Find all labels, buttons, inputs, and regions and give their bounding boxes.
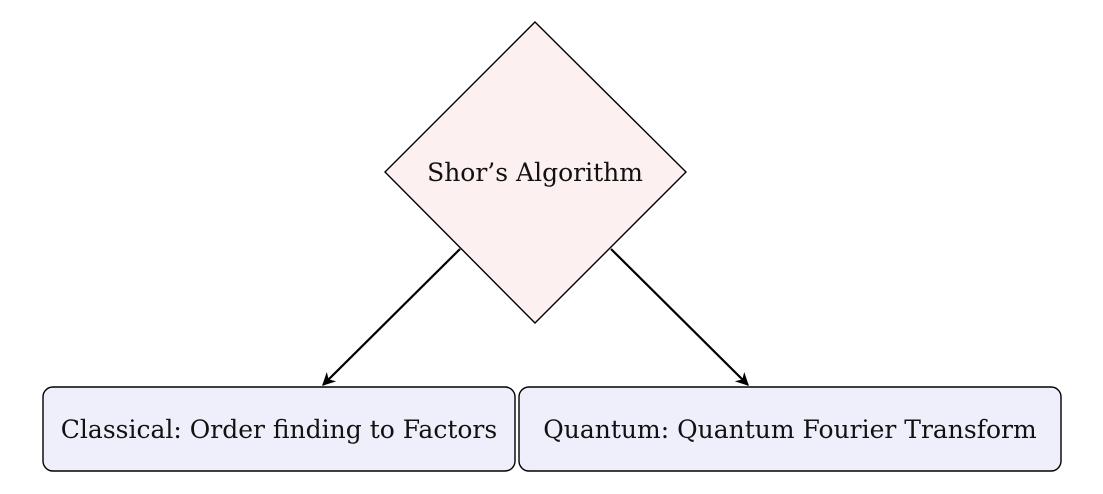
quantum-node-label: Quantum: Quantum Fourier Transform xyxy=(543,415,1037,444)
root-diamond-shape xyxy=(384,21,687,324)
edge-root-to-quantum xyxy=(610,248,749,386)
quantum-node-box xyxy=(518,386,1062,472)
classical-node-label: Classical: Order finding to Factors xyxy=(61,415,497,444)
root-node-label: Shor’s Algorithm xyxy=(427,158,643,187)
child-node-classical: Classical: Order finding to Factors xyxy=(42,386,516,472)
classical-node-box xyxy=(42,386,516,472)
edge-root-to-classical xyxy=(322,248,461,386)
child-node-quantum: Quantum: Quantum Fourier Transform xyxy=(518,386,1062,472)
root-node: Shor’s Algorithm xyxy=(384,21,687,324)
